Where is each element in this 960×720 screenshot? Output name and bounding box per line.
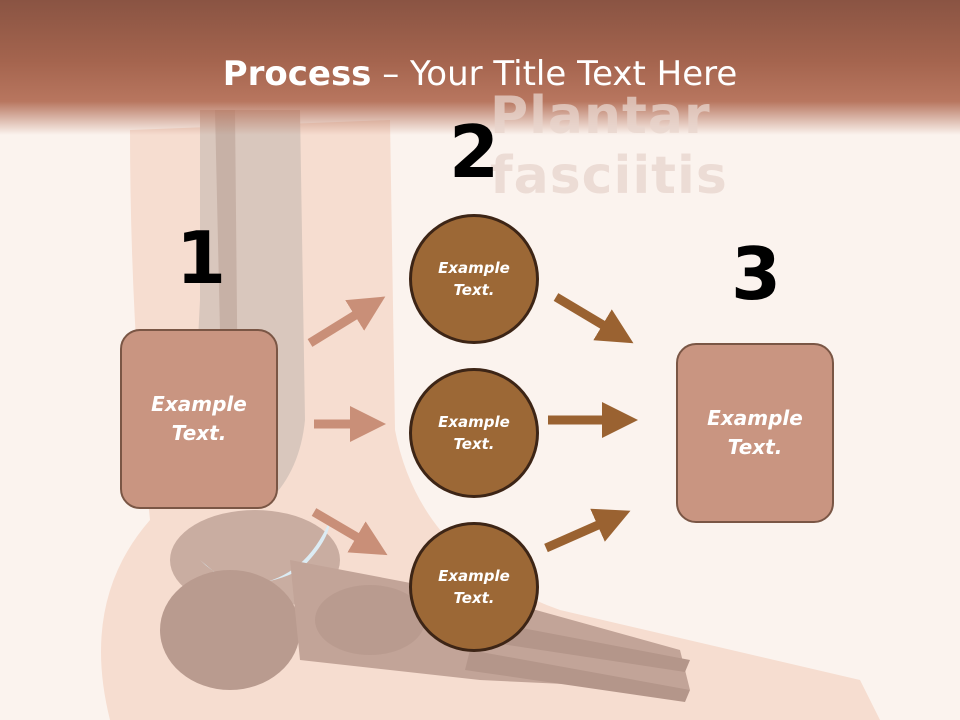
- circle-middle-line2: Text.: [453, 435, 495, 453]
- slide-title: Process – Your Title Text Here: [0, 54, 960, 94]
- step-3-text-line2: Text.: [727, 435, 783, 459]
- step-1-text-line1: Example: [151, 392, 247, 416]
- step-3-text-line1: Example: [707, 406, 803, 430]
- circle-top-line2: Text.: [453, 281, 495, 299]
- circle-bottom-line1: Example: [438, 566, 510, 585]
- step-3-number: 3: [731, 232, 782, 316]
- circle-bottom-line2: Text.: [453, 589, 495, 607]
- circle-top-line1: Example: [438, 258, 510, 277]
- watermark-text: Plantar fasciitis: [490, 86, 728, 206]
- title-bar: [0, 0, 960, 135]
- step-1-text-line2: Text.: [171, 421, 227, 445]
- step-1-number: 1: [176, 216, 227, 300]
- title-rest: – Your Title Text Here: [371, 54, 738, 94]
- circle-middle-line1: Example: [438, 412, 510, 431]
- title-bold: Process: [222, 54, 372, 94]
- step-2-number: 2: [449, 110, 500, 194]
